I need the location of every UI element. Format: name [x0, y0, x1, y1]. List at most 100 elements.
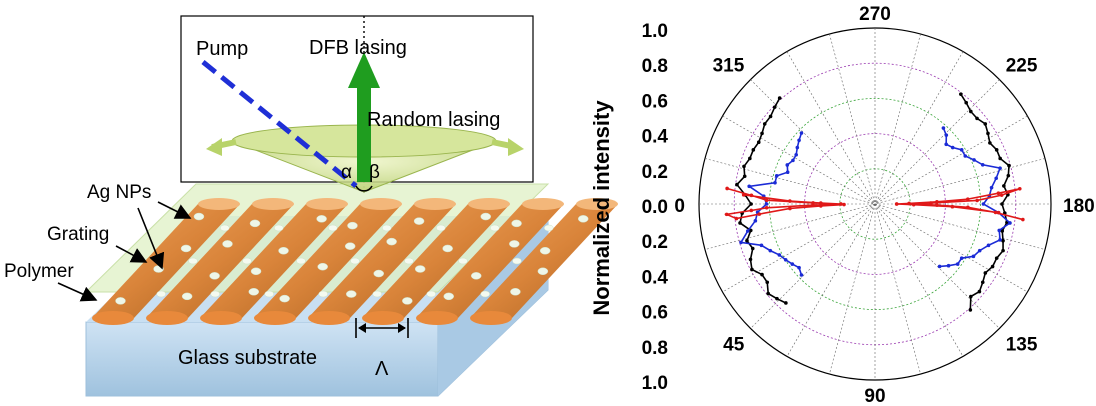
grating-rib — [308, 198, 456, 325]
polar-angle-label: 0 — [674, 196, 685, 217]
polar-point — [907, 201, 911, 206]
ag-nanoparticle — [402, 297, 413, 305]
ag-nanoparticle — [373, 269, 384, 278]
polar-point — [1017, 186, 1022, 191]
ag-nanoparticle — [316, 215, 327, 223]
ag-nanoparticle — [318, 290, 328, 298]
polar-point — [935, 200, 939, 204]
polar-angle-label: 45 — [723, 335, 745, 356]
polar-angle-label: 135 — [1006, 335, 1038, 356]
ag-pointer-arrow — [157, 201, 192, 219]
polar-point — [972, 158, 976, 162]
polar-point — [764, 198, 769, 203]
polar-angle-label: 315 — [713, 55, 745, 76]
polar-point — [988, 141, 992, 145]
polar-point — [983, 271, 988, 275]
grating-rib — [470, 198, 618, 325]
polar-point — [819, 204, 823, 208]
polar-point — [777, 253, 782, 257]
polar-point — [963, 154, 968, 158]
polar-point — [764, 205, 769, 210]
polar-point — [1001, 248, 1005, 253]
polar-point — [1008, 221, 1012, 225]
polar-point — [745, 238, 749, 243]
polar-point — [819, 201, 823, 205]
polar-point — [950, 145, 955, 150]
polar-point — [784, 301, 788, 305]
polar-point — [742, 164, 746, 169]
polar-point — [797, 265, 801, 270]
ag-nanoparticle — [511, 219, 522, 228]
device-schematic: Pump DFB lasing Random lasing α β Ag NPs… — [4, 15, 618, 397]
intensity-tick-label: 1.0 — [642, 373, 668, 394]
polar-point — [797, 138, 801, 143]
polar-series-line — [723, 186, 846, 221]
polar-point — [1021, 217, 1025, 222]
polar-point — [760, 272, 764, 277]
polar-point — [986, 131, 990, 136]
ag-nanoparticle — [209, 272, 220, 280]
polar-point — [1000, 202, 1004, 206]
polar-point — [842, 202, 846, 207]
polar-point — [724, 212, 729, 217]
polar-series-line — [959, 92, 1011, 312]
polar-point — [911, 202, 916, 207]
polar-point — [788, 206, 792, 211]
ag-nanoparticle — [537, 267, 549, 276]
polar-angle-label: 270 — [859, 4, 891, 25]
polymer-pointer-arrow — [57, 282, 98, 302]
polar-point — [748, 156, 752, 161]
polar-point — [741, 193, 746, 197]
ag-nanoparticle — [210, 290, 220, 298]
intensity-axis: 1.00.80.60.40.20.00.20.40.60.81.0 — [642, 21, 669, 394]
polar-point — [894, 202, 899, 206]
ag-nanoparticle — [328, 224, 338, 232]
ag-nanoparticle — [344, 242, 356, 250]
polar-point — [959, 148, 964, 152]
polar-point — [749, 202, 753, 206]
polar-point — [994, 176, 998, 181]
polar-point — [739, 240, 743, 245]
polar-point — [772, 105, 777, 109]
polar-point — [969, 109, 973, 114]
ag-nanoparticle — [386, 237, 397, 246]
polar-point — [941, 126, 946, 130]
ag-nanoparticle — [414, 265, 426, 273]
polar-point — [748, 257, 753, 262]
grating-pointer-arrow — [115, 245, 148, 263]
intensity-tick-label: 0.4 — [642, 267, 669, 288]
polar-point — [745, 229, 750, 233]
ag-nanoparticle — [539, 246, 551, 255]
polar-point — [975, 116, 979, 121]
polar-point — [981, 202, 986, 206]
polar-point — [768, 114, 773, 119]
polar-point — [998, 166, 1002, 170]
polar-point — [785, 163, 790, 167]
ag-nanoparticle — [509, 240, 520, 248]
polar-point — [986, 243, 991, 248]
polar-series — [723, 92, 1025, 312]
polar-point — [799, 273, 804, 277]
polar-point — [968, 308, 973, 312]
ag-nanoparticle — [264, 290, 274, 298]
ag-nanoparticle — [510, 288, 521, 296]
substrate-label: Glass substrate — [178, 347, 317, 369]
polar-point — [944, 133, 949, 137]
polar-point — [757, 212, 762, 216]
polar-point — [794, 152, 798, 157]
polar-point — [997, 228, 1002, 233]
polar-point — [765, 280, 770, 285]
ag-nanoparticle — [350, 257, 360, 265]
polar-point — [795, 145, 800, 150]
intensity-tick-label: 0.8 — [642, 338, 668, 359]
ag-nanoparticle — [347, 221, 358, 230]
polar-grid — [698, 27, 1052, 381]
polar-point — [751, 148, 756, 152]
polar-point — [966, 205, 970, 210]
y-axis-label: Normalized intensity — [589, 100, 614, 316]
polar-point — [996, 210, 1001, 215]
ag-nanoparticle — [220, 224, 230, 232]
polar-point — [791, 158, 795, 163]
polar-point — [935, 203, 939, 207]
grating-rib — [362, 198, 510, 325]
